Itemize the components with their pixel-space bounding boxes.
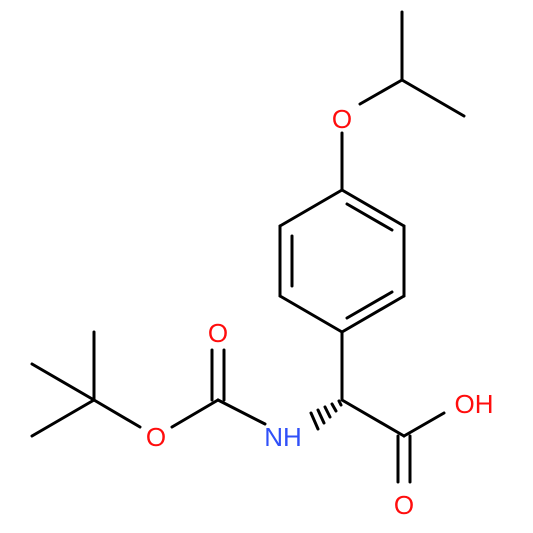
bonds bbox=[30, 10, 466, 484]
bond-isopropyl-to-oxygen bbox=[358, 78, 404, 106]
ring-bond-4 bbox=[278, 294, 344, 334]
bond-tbutyl-ch3-left-down bbox=[30, 398, 96, 438]
bond-ester-o-to-tbutyl bbox=[92, 398, 142, 429]
stereo-hashed-bond bbox=[309, 399, 343, 431]
bond-carbamate-to-ester-o bbox=[170, 398, 220, 429]
atom-labels: O NH O O OH O bbox=[146, 104, 494, 520]
atom-o-carbonyl-boc: O bbox=[208, 318, 228, 348]
ring-bond-1 bbox=[340, 188, 406, 228]
ring-bond-6 bbox=[278, 188, 344, 228]
atom-o-ether: O bbox=[332, 104, 352, 134]
bond-tbutyl-ch3-left-up bbox=[30, 362, 96, 402]
atom-oh-acid: OH bbox=[455, 389, 494, 419]
bond-carboxyl-to-oh bbox=[402, 411, 446, 438]
atom-o-ester: O bbox=[146, 422, 166, 452]
ring-inner-bond-1 bbox=[345, 202, 394, 232]
bond-alpha-to-carboxyl bbox=[340, 398, 406, 438]
bond-isopropyl-ch3-right bbox=[400, 78, 466, 118]
atom-nh: NH bbox=[264, 422, 302, 452]
ring-bond-3 bbox=[340, 294, 406, 334]
ring-inner-bond-2 bbox=[345, 290, 394, 320]
atom-o-acid-carbonyl: O bbox=[394, 490, 414, 520]
bond-nitrogen-to-carbamate bbox=[216, 398, 267, 426]
